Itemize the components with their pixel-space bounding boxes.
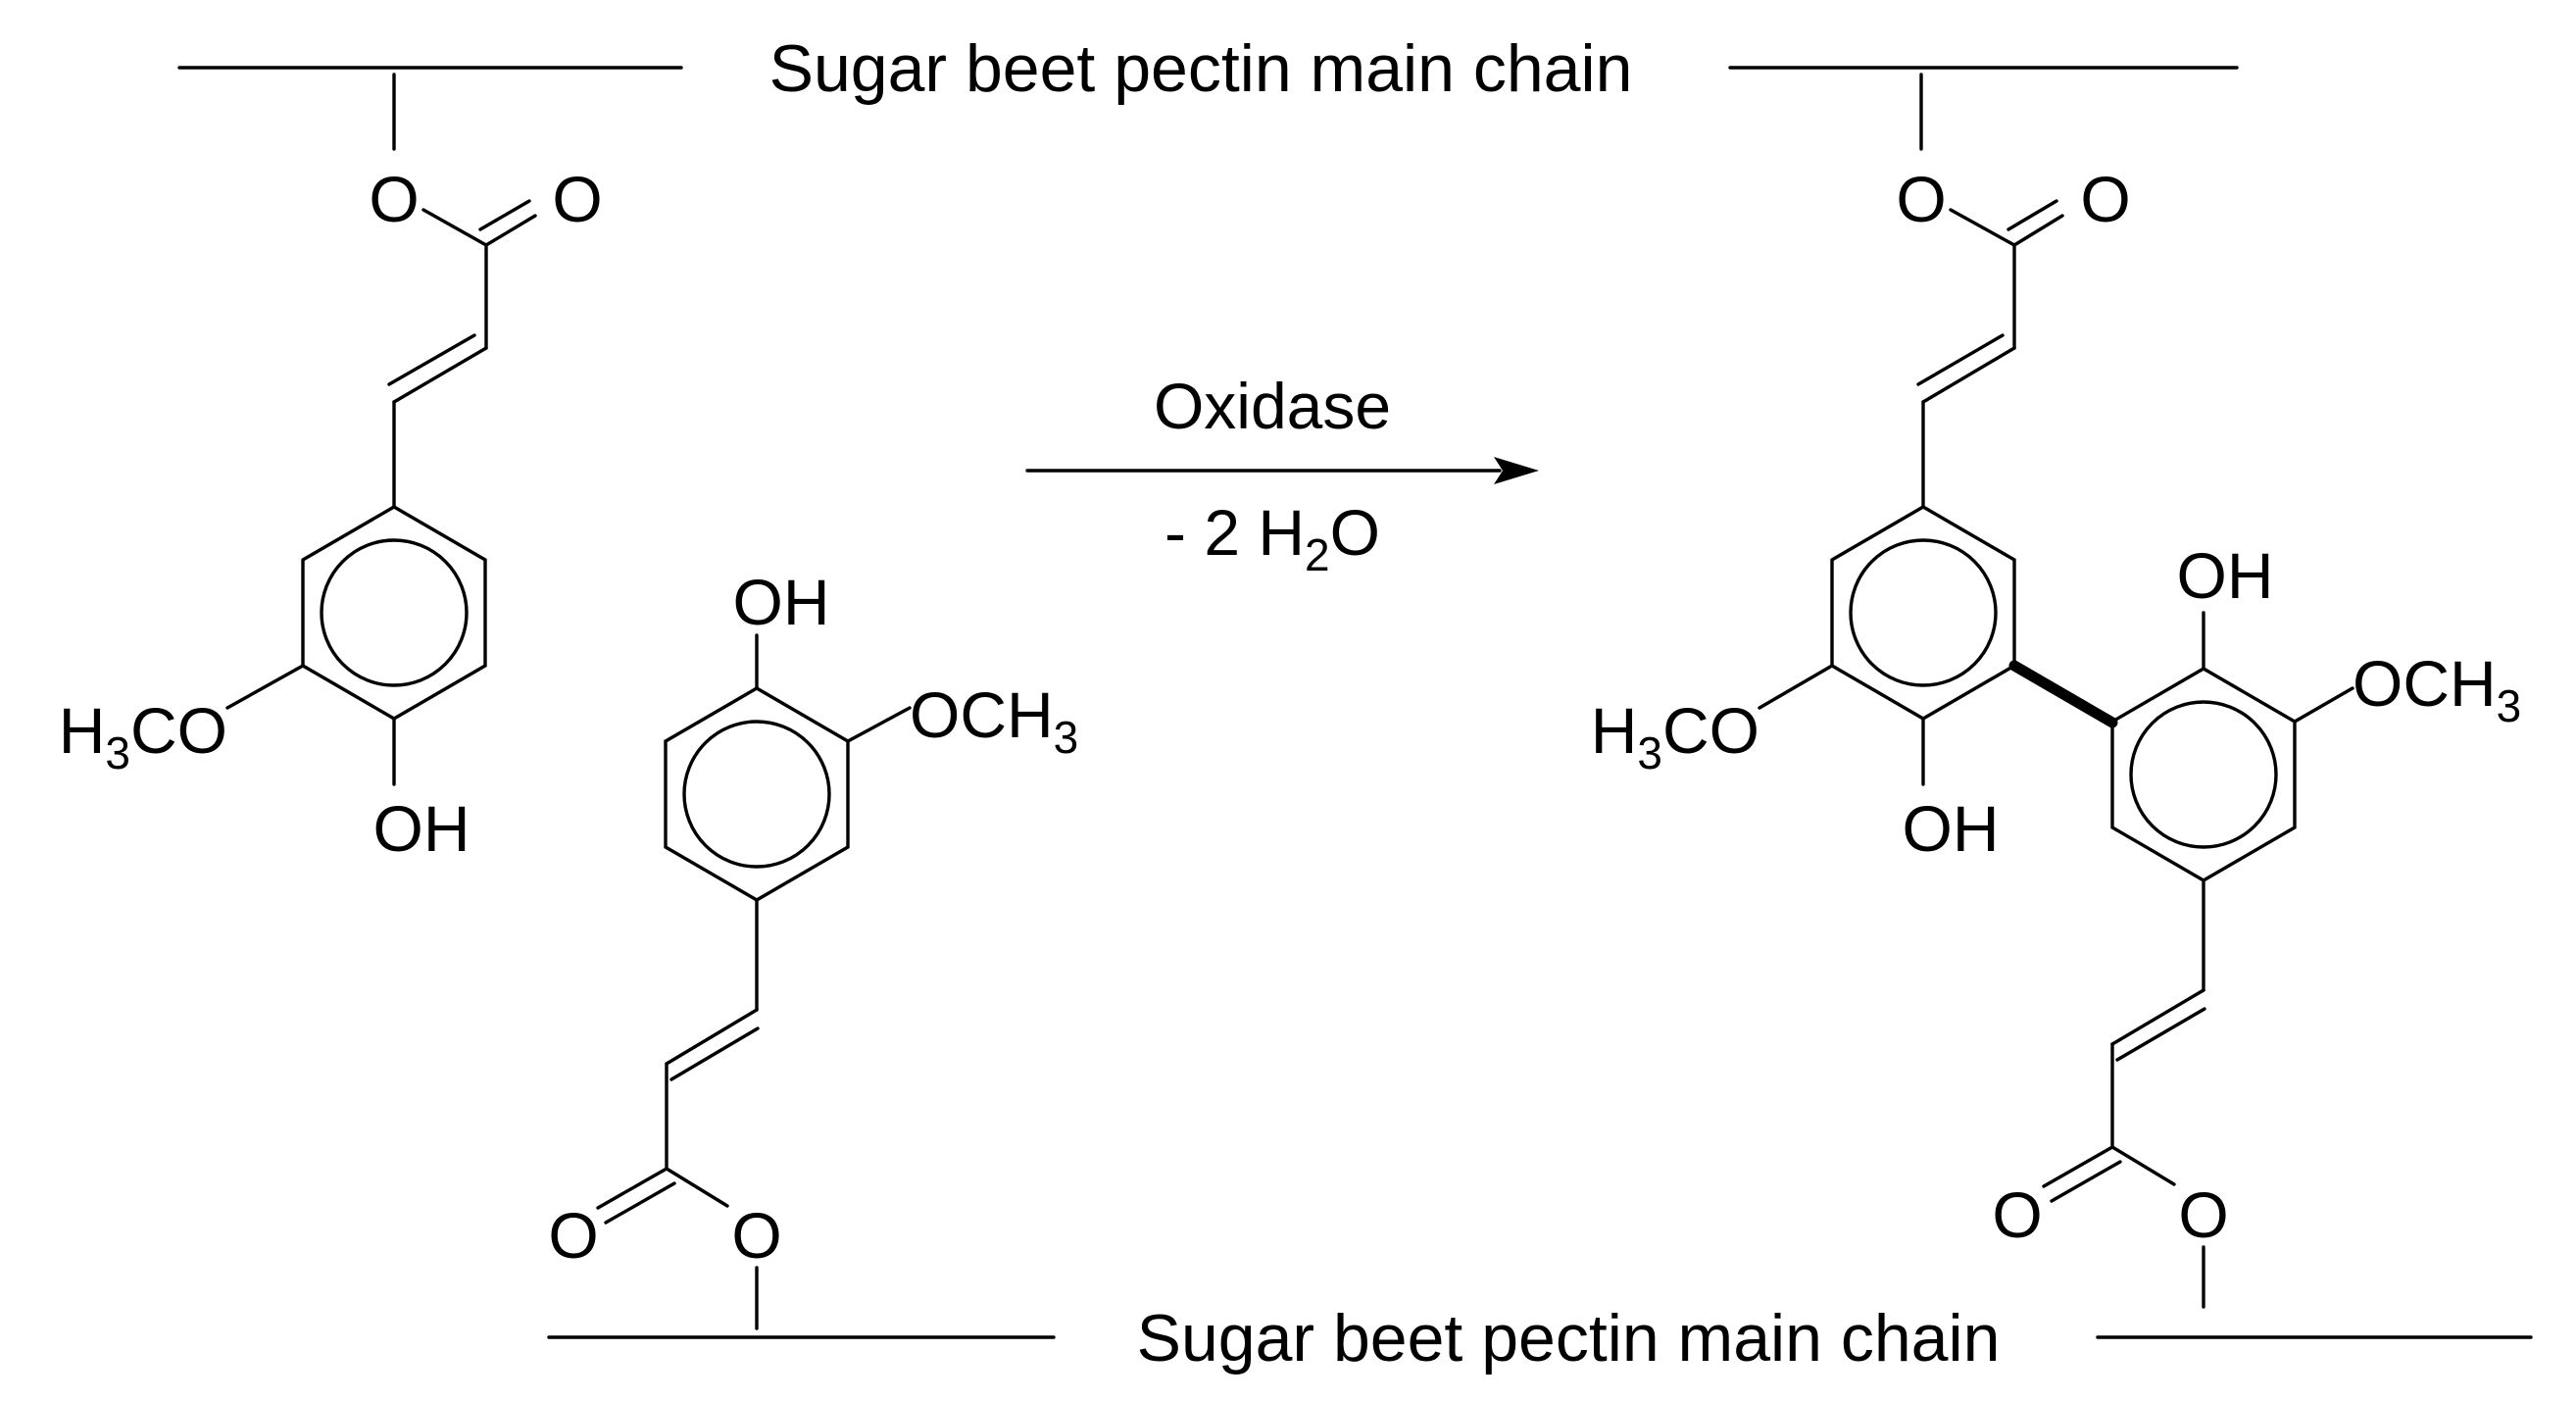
hydroxyl-label: OH	[2177, 539, 2274, 612]
bond	[387, 333, 476, 386]
bond	[1921, 346, 2016, 404]
bond	[421, 208, 488, 247]
methoxy-label: H3CO	[1591, 694, 1759, 778]
bond	[604, 1181, 676, 1225]
aromatic-circle	[682, 720, 831, 869]
bond	[665, 1008, 759, 1066]
hydroxyl-label: OH	[1903, 792, 2000, 865]
bond	[2110, 1145, 2176, 1186]
carbonyl-oxygen-label: O	[2080, 163, 2130, 235]
bond	[2050, 1160, 2122, 1203]
bond	[669, 1026, 760, 1081]
ester-oxygen-label: O	[1896, 163, 1946, 235]
product-diferulate: O O H3CO OH OH OCH3 O O	[1591, 73, 2521, 1309]
bond	[665, 1167, 729, 1208]
top-chain-label: Sugar beet pectin main chain	[769, 31, 1633, 106]
bond	[484, 214, 537, 247]
methoxy-label: H3CO	[59, 694, 227, 778]
aromatic-circle	[2129, 700, 2278, 849]
bond	[2006, 199, 2058, 231]
bond	[596, 1167, 669, 1210]
aromatic-circle	[1849, 538, 1998, 687]
hydroxyl-label: OH	[733, 566, 830, 638]
reactant-ferulate-bottom: OH OCH3 O O	[548, 566, 1078, 1330]
bond	[1916, 333, 2005, 386]
bond	[2115, 1007, 2206, 1062]
carbonyl-oxygen-label: O	[552, 163, 602, 235]
ester-oxygen-label: O	[2178, 1178, 2228, 1251]
reagent-label: Oxidase	[1154, 370, 1391, 442]
bond	[392, 346, 488, 404]
bond	[846, 706, 912, 743]
bond	[1758, 664, 1834, 710]
reaction-arrow: Oxidase - 2 H2O	[1025, 370, 1539, 580]
bond	[1949, 208, 2016, 247]
bond	[2012, 214, 2064, 247]
methoxy-label: OCH3	[2353, 647, 2521, 731]
ester-oxygen-label: O	[369, 163, 419, 235]
arrow-head	[1494, 457, 1539, 484]
carbonyl-oxygen-label: O	[548, 1199, 598, 1272]
bond	[225, 664, 305, 710]
reactant-ferulate-top: O O H3CO OH	[59, 73, 603, 865]
bond	[478, 199, 531, 231]
biaryl-bond	[2008, 660, 2118, 728]
bond	[2042, 1145, 2114, 1188]
byproduct-label: - 2 H2O	[1164, 496, 1380, 580]
methoxy-label: OCH3	[910, 678, 1078, 763]
bond	[2293, 686, 2354, 724]
bond	[2110, 988, 2205, 1046]
aromatic-circle	[320, 538, 469, 687]
bottom-chain-label: Sugar beet pectin main chain	[1137, 1301, 2001, 1376]
hydroxyl-label: OH	[373, 792, 471, 865]
carbonyl-oxygen-label: O	[1992, 1178, 2042, 1251]
ester-oxygen-label: O	[731, 1199, 781, 1272]
